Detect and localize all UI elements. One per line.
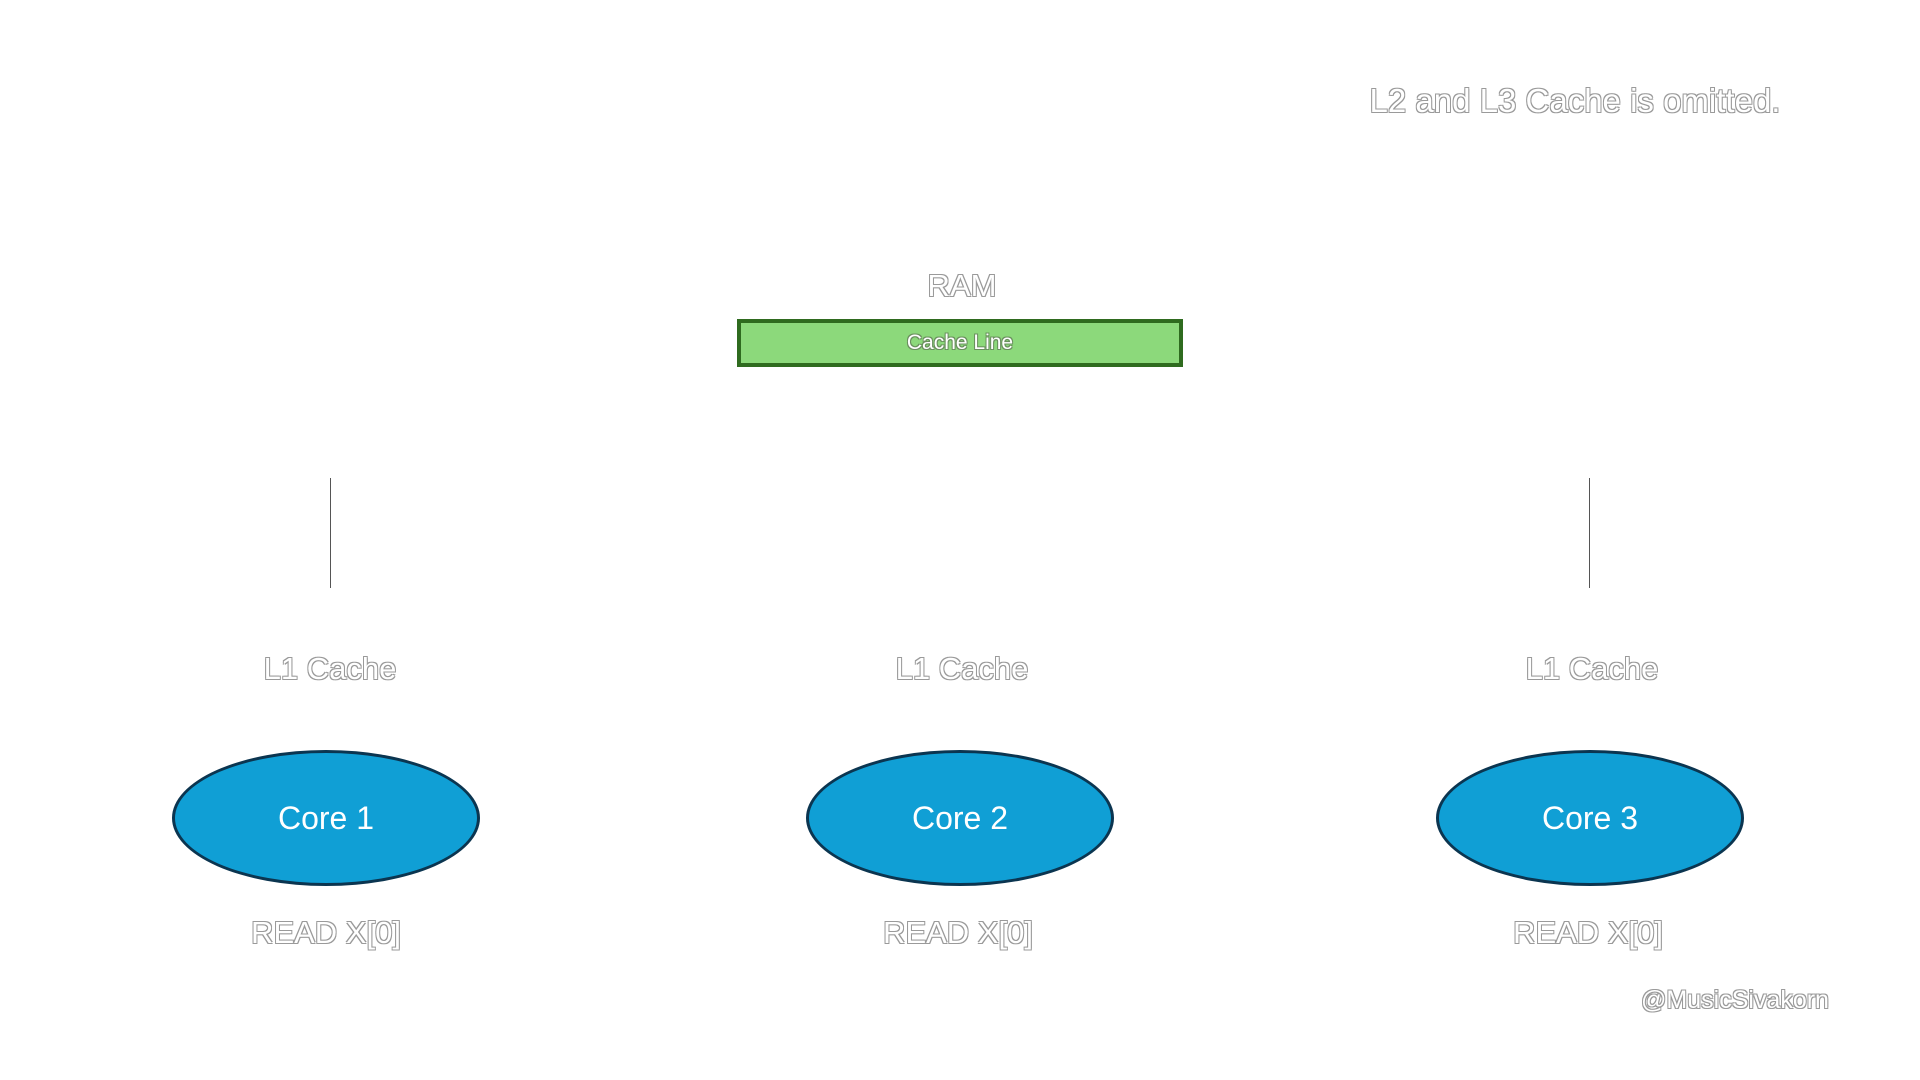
- core-2-label: Core 2: [911, 799, 1009, 836]
- core-1-node: Core 1: [172, 750, 480, 886]
- core-1-label: Core 1: [277, 799, 375, 836]
- core-1-l1-cache-label: L1 Cache: [263, 651, 397, 686]
- author-watermark: @MusicSivakorn: [1641, 986, 1829, 1014]
- core-3-read-action: READ X[0]: [1513, 915, 1663, 950]
- core-1-read-action: READ X[0]: [251, 915, 401, 950]
- ram-cache-line: Cache Line: [737, 319, 1183, 367]
- core-1-connector: [330, 478, 331, 588]
- cache-line-label: Cache Line: [906, 331, 1014, 354]
- core-3-connector: [1589, 478, 1590, 588]
- core-3-label: Core 3: [1541, 799, 1639, 836]
- core-3-l1-cache-label: L1 Cache: [1525, 651, 1659, 686]
- core-3-node: Core 3: [1436, 750, 1744, 886]
- core-2-read-action: READ X[0]: [883, 915, 1033, 950]
- ram-label: RAM: [927, 268, 997, 303]
- omitted-cache-note: L2 and L3 Cache is omitted.: [1369, 82, 1781, 119]
- core-2-l1-cache-label: L1 Cache: [895, 651, 1029, 686]
- core-2-node: Core 2: [806, 750, 1114, 886]
